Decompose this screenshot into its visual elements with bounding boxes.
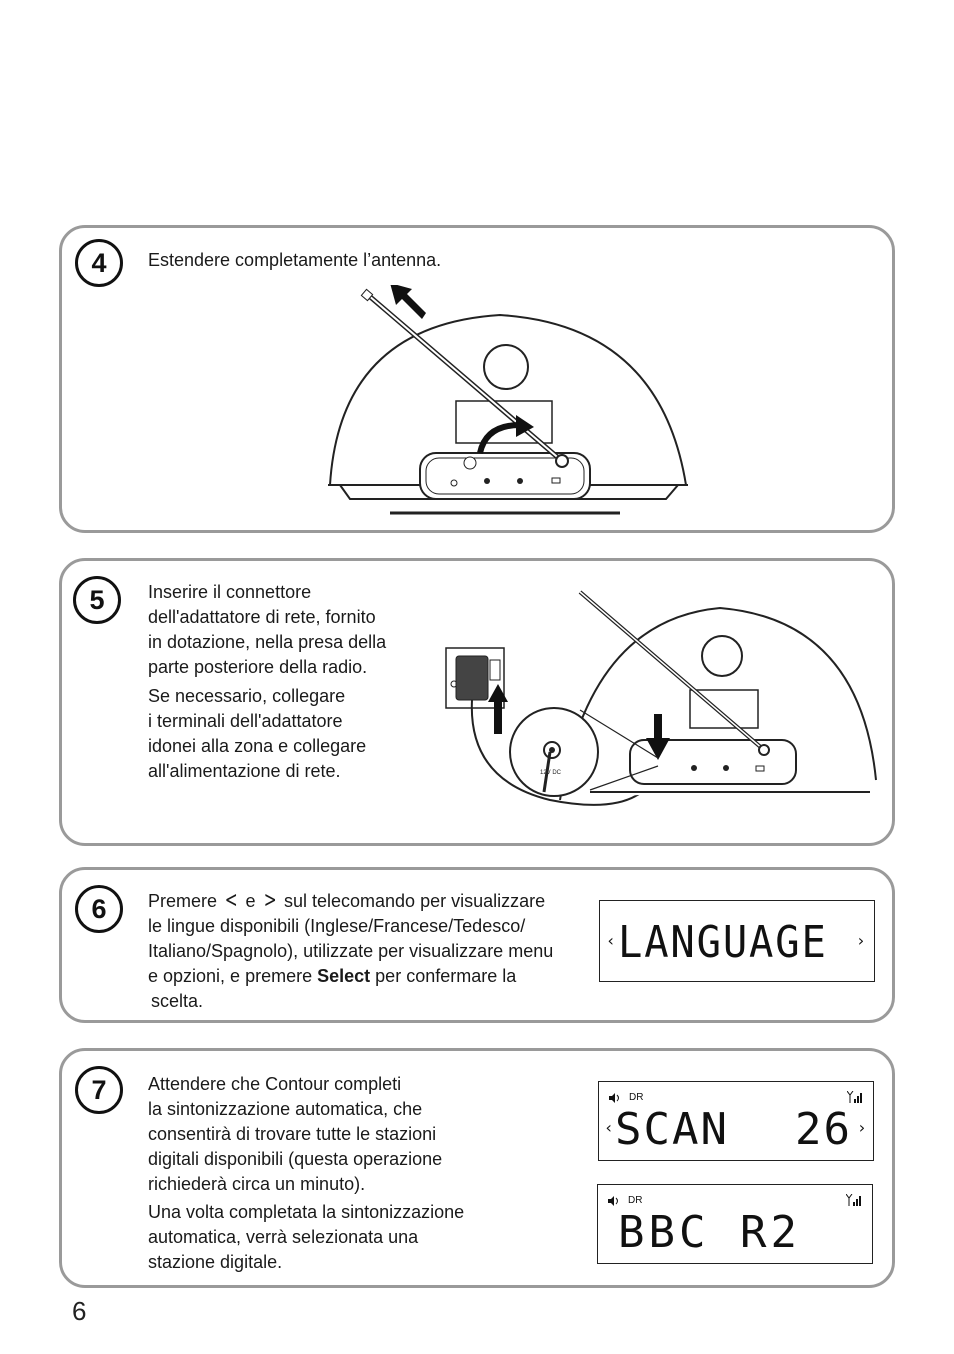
scan-label: SCAN xyxy=(615,1104,729,1155)
dr-tag: DR xyxy=(629,1092,644,1103)
page-number: 6 xyxy=(72,1296,87,1326)
step-5-text: Inserire il connettore dell'adattatore d… xyxy=(148,580,386,784)
text-line: Italiano/Spagnolo), utilizzate per visua… xyxy=(148,941,554,961)
step-5-number: 5 xyxy=(73,576,121,624)
step-7-number: 7 xyxy=(75,1066,123,1114)
text-fragment: e opzioni, e premere xyxy=(148,966,313,986)
text-line: consentirà di trovare tutte le stazioni xyxy=(148,1124,437,1144)
text-line: parte posteriore della radio. xyxy=(148,657,368,677)
step-6-number: 6 xyxy=(75,885,123,933)
step-4-number: 4 xyxy=(75,239,123,287)
text-fragment: Premere xyxy=(148,891,218,911)
display-chevron-left: ‹ xyxy=(604,1118,614,1137)
scan-count: 26 xyxy=(795,1104,852,1155)
select-keyword: Select xyxy=(317,966,371,986)
display-chevron-right: › xyxy=(857,1118,867,1137)
text-line: automatica, verrà selezionata una xyxy=(148,1227,419,1247)
scan-display: DR ‹ SCAN 26 › xyxy=(598,1081,874,1161)
text-line: Inserire il connettore xyxy=(148,582,312,602)
power-adapter-illustration: 12V DC xyxy=(445,590,877,806)
speaker-icon xyxy=(609,1093,619,1103)
text-line: all'alimentazione di rete. xyxy=(148,761,341,781)
step-4-text: Estendere completamente l’antenna. xyxy=(148,250,442,270)
text-line: digitali disponibili (questa operazione xyxy=(148,1149,443,1169)
text-line: stazione digitale. xyxy=(148,1252,283,1272)
text-line: Se necessario, collegare xyxy=(148,686,346,706)
text-line: dell'adattatore di rete, fornito xyxy=(148,607,376,627)
language-display: ‹ LANGUAGE › xyxy=(599,900,875,982)
chevron-left-icon: < xyxy=(224,888,238,913)
text-line: in dotazione, nella presa della xyxy=(148,632,387,652)
language-display-text: LANGUAGE xyxy=(618,917,828,968)
text-line: la sintonizzazione automatica, che xyxy=(148,1099,423,1119)
text-line: richiederà circa un minuto). xyxy=(148,1174,366,1194)
speaker-icon xyxy=(608,1196,618,1206)
text-line: Una volta completata la sintonizzazione xyxy=(148,1202,465,1222)
dr-tag: DR xyxy=(628,1195,643,1206)
signal-icon xyxy=(847,1091,862,1103)
text-fragment: e xyxy=(245,891,256,911)
text-line: e opzioni, e premere Select per conferma… xyxy=(148,964,588,989)
text-line: le lingue disponibili (Inglese/Francese/… xyxy=(148,916,526,936)
text-line: idonei alla zona e collegare xyxy=(148,736,367,756)
text-line: scelta. xyxy=(151,991,204,1011)
text-fragment: per confermare la xyxy=(375,966,517,986)
display-chevron-right: › xyxy=(856,931,866,950)
chevron-right-icon: > xyxy=(263,888,277,913)
zoom-label: 12V DC xyxy=(540,770,562,776)
station-display: DR BBC R2 xyxy=(597,1184,873,1264)
step-6-text: Premere < e > sul telecomando per visual… xyxy=(148,889,588,1014)
text-fragment: sul telecomando per visualizzare xyxy=(283,891,546,911)
display-chevron-left: ‹ xyxy=(606,931,616,950)
radio-antenna-illustration xyxy=(328,285,688,515)
text-line: Premere < e > sul telecomando per visual… xyxy=(148,889,588,914)
station-name: BBC R2 xyxy=(618,1207,801,1258)
signal-icon xyxy=(846,1194,861,1206)
step-7-text: Attendere che Contour completi la sinton… xyxy=(148,1072,464,1275)
text-line: i terminali dell'adattatore xyxy=(148,711,343,731)
text-line: Attendere che Contour completi xyxy=(148,1074,402,1094)
